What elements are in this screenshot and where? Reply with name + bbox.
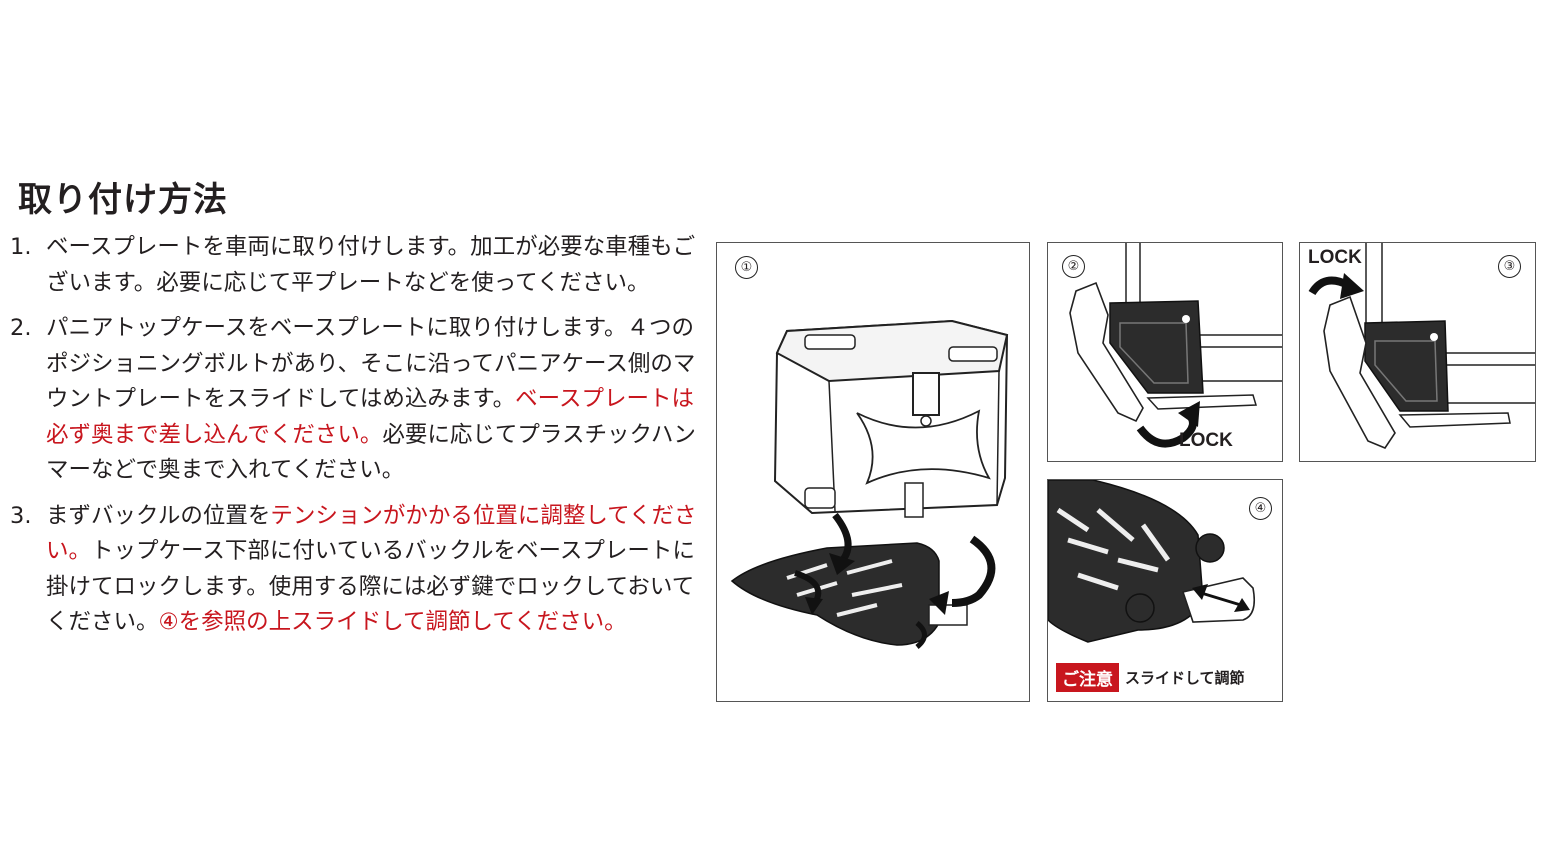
figure-number: ① xyxy=(735,256,758,279)
figure-number: ② xyxy=(1062,255,1085,278)
lock-engage-illustration xyxy=(1069,243,1282,448)
step-text-part: ベースプレートを車両に取り付けします。加工が必要な車種もございます。必要に応じて… xyxy=(46,234,696,296)
step-text-part: まずバックルの位置を xyxy=(46,502,271,529)
caution-badge: ご注意 xyxy=(1056,663,1119,692)
figure-2-panel: ② LOCK xyxy=(1047,242,1283,462)
step-number: 2. xyxy=(10,315,32,341)
page-title: 取り付け方法 xyxy=(18,180,228,220)
figure-4-panel: ④ ご注意 スライドして調節 xyxy=(1047,479,1283,702)
step-text: パニアトップケースをベースプレートに取り付けします。４つのポジショニングボルトが… xyxy=(46,311,700,489)
step-text-part: トップケース下部に付いているバックルをベースプレートに掛けてロックします。使用す… xyxy=(46,538,695,635)
step-text: ベースプレートを車両に取り付けします。加工が必要な車種もございます。必要に応じて… xyxy=(46,230,700,301)
step-warning-text: テンションがかかる位置に調整してください。 xyxy=(46,502,697,565)
step-text-part: パニアトップケースをベースプレートに取り付けします。４つのポジショニングボルトが… xyxy=(46,315,696,412)
slide-adjust-illustration xyxy=(1048,480,1256,643)
lock-closed-illustration xyxy=(1308,243,1535,449)
step-number: 3. xyxy=(10,502,32,529)
figure-3-panel: ③ LOCK xyxy=(1299,242,1536,462)
figure-number: ③ xyxy=(1498,255,1521,278)
step-warning-text: ④を参照の上スライドして調節してください。 xyxy=(158,609,627,635)
top-case-illustration xyxy=(730,319,1009,649)
step-number: 1. xyxy=(10,234,32,260)
caution-note: ご注意 スライドして調節 xyxy=(1056,663,1245,692)
figure-number: ④ xyxy=(1249,497,1272,520)
step-text-part: 必要に応じてプラスチックハンマーなどで奥まで入れてください。 xyxy=(46,421,696,484)
instruction-list: 1. ベースプレートを車両に取り付けします。加工が必要な車種もございます。必要に… xyxy=(10,230,700,651)
step-3: 3. まずバックルの位置をテンションがかかる位置に調整してください。トップケース… xyxy=(10,499,700,641)
step-2: 2. パニアトップケースをベースプレートに取り付けします。４つのポジショニングボ… xyxy=(10,311,700,489)
step-warning-text: ベースプレートは必ず奥まで差し込んでください。 xyxy=(46,386,695,448)
figure-1-panel: ① xyxy=(716,242,1030,702)
lock-label: LOCK xyxy=(1308,247,1362,268)
step-text: まずバックルの位置をテンションがかかる位置に調整してください。トップケース下部に… xyxy=(46,499,700,641)
caution-text: スライドして調節 xyxy=(1125,669,1245,687)
step-1: 1. ベースプレートを車両に取り付けします。加工が必要な車種もございます。必要に… xyxy=(10,230,700,301)
lock-label: LOCK xyxy=(1179,430,1233,451)
